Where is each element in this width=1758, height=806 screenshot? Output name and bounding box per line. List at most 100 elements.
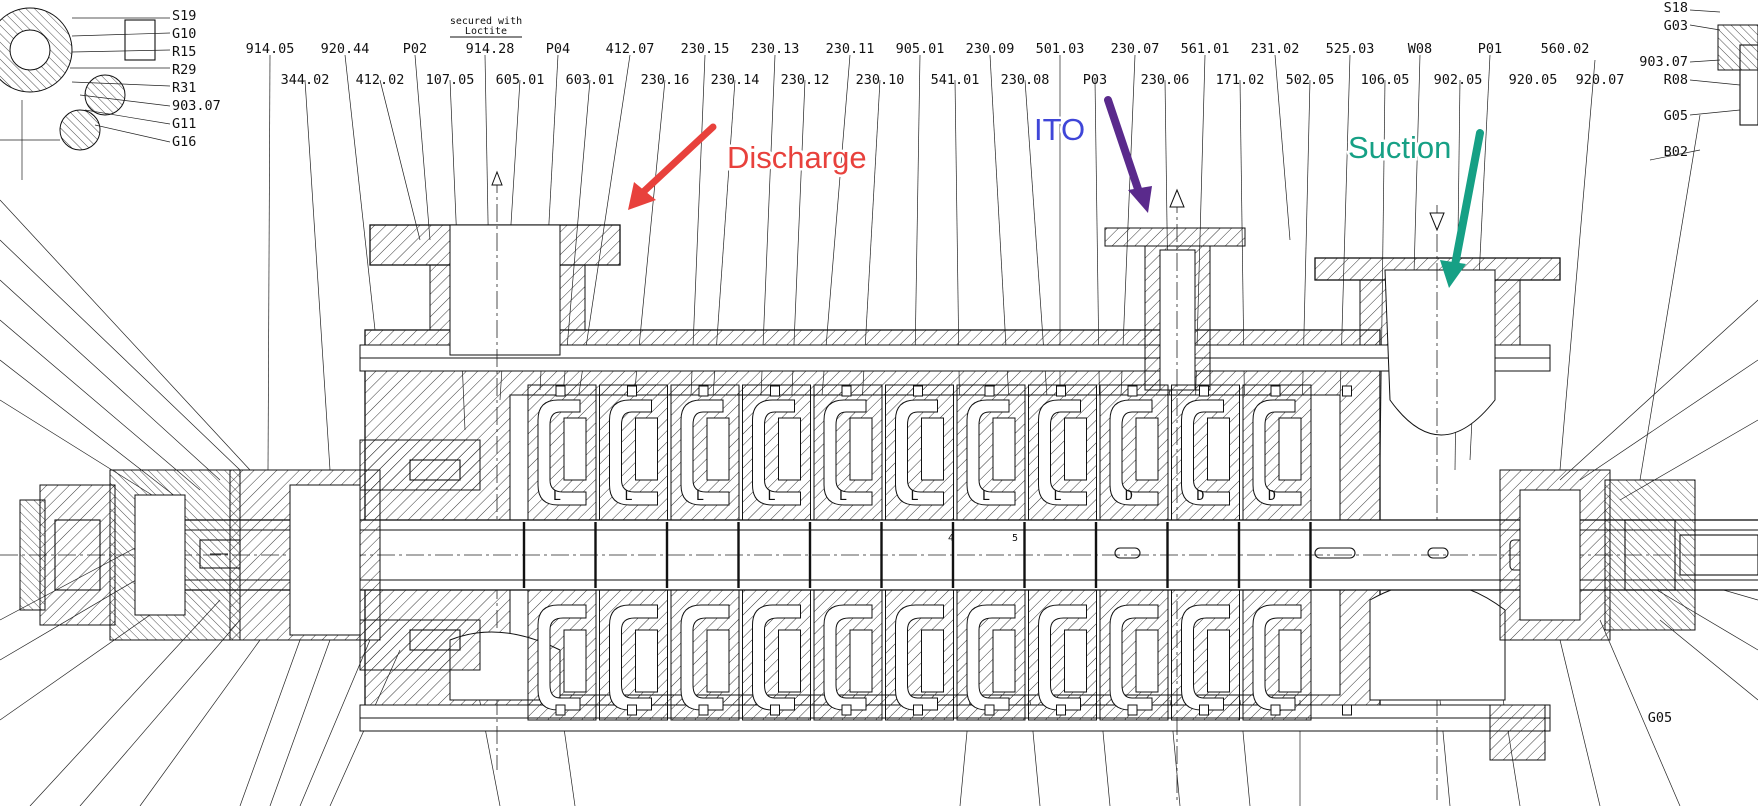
bolt-head: [1127, 704, 1138, 716]
stage-letter: L: [624, 488, 632, 504]
lower-label: 902.05: [1434, 72, 1483, 88]
pump-stage: D: [1171, 384, 1240, 721]
top-label: 561.01: [1181, 41, 1230, 57]
top-label: 230.07: [1111, 41, 1160, 57]
label-g05-bottom: G05: [1648, 710, 1672, 726]
pump-stage: L: [1028, 384, 1097, 721]
bolt-head: [770, 385, 780, 397]
left-label: G10: [172, 26, 196, 42]
pump-stage: D: [1242, 384, 1312, 721]
right-label: R08: [1664, 72, 1688, 88]
bolt-head: [984, 704, 995, 716]
bolt-head: [1270, 704, 1281, 716]
bolt-head: [1342, 704, 1352, 716]
stage-letter: D: [1268, 488, 1276, 504]
left-label: S19: [172, 8, 196, 24]
note-line-2: Loctite: [465, 26, 507, 37]
right-label: G03: [1664, 18, 1688, 34]
top-label: 230.13: [751, 41, 800, 57]
stage-letter: D: [1125, 488, 1133, 504]
lower-label: 230.06: [1141, 72, 1190, 88]
lower-label: 541.01: [931, 72, 980, 88]
bolt-head: [1199, 385, 1209, 397]
lower-label: 920.07: [1576, 72, 1625, 88]
pump-stage: L: [956, 384, 1026, 721]
stage-letter: L: [839, 488, 847, 504]
left-label: R15: [172, 44, 196, 60]
lower-label: 230.16: [641, 72, 690, 88]
bolt-head: [1056, 385, 1066, 397]
top-label: 560.02: [1541, 41, 1590, 57]
top-label: 230.09: [966, 41, 1015, 57]
stage-letter: D: [1196, 488, 1204, 504]
top-label: 231.02: [1251, 41, 1300, 57]
bolt-head: [627, 704, 637, 716]
top-label: W08: [1408, 41, 1432, 57]
pump-stage: L: [527, 384, 597, 721]
lower-label: 171.02: [1216, 72, 1265, 88]
ito-label: ITO: [1034, 112, 1085, 147]
lower-label: 230.08: [1001, 72, 1050, 88]
top-label: 920.44: [321, 41, 370, 57]
right-detail-view: [1689, 9, 1758, 126]
loctite-note: secured with Loctite: [450, 16, 522, 38]
left-label: 903.07: [172, 98, 221, 114]
stage-letter: L: [696, 488, 704, 504]
bolt-head: [555, 385, 566, 397]
bolt-head: [1270, 385, 1281, 397]
bolt-head: [1127, 385, 1138, 397]
left-label: G11: [172, 116, 196, 132]
lower-label: 502.05: [1286, 72, 1335, 88]
bolt-head: [1199, 704, 1209, 716]
right-label: G05: [1664, 108, 1688, 124]
pump-stage: L: [742, 384, 811, 721]
lower-label: P03: [1083, 72, 1107, 88]
lower-label: 920.05: [1509, 72, 1558, 88]
bolt-head: [1056, 704, 1066, 716]
pump-stage: L: [885, 384, 954, 721]
suction-label: Suction: [1348, 130, 1451, 165]
suction-callout: Suction: [1346, 128, 1484, 288]
lower-label: 107.05: [426, 72, 475, 88]
left-label: R31: [172, 80, 196, 96]
right-label: 903.07: [1639, 54, 1688, 70]
lower-label: 230.10: [856, 72, 905, 88]
bolt-head: [555, 704, 566, 716]
stage-letter: L: [767, 488, 775, 504]
bolt-head: [698, 704, 709, 716]
flange-detail-view: [0, 7, 171, 180]
note-line-1: secured with: [450, 16, 522, 27]
stage-letter: L: [910, 488, 918, 504]
discharge-label: Discharge: [727, 140, 867, 175]
bolt-head: [1342, 385, 1352, 397]
lower-label: 230.12: [781, 72, 830, 88]
bolt-head: [698, 385, 709, 397]
pump-stage: L: [813, 384, 883, 721]
shaft-mark-5: 5: [1012, 533, 1018, 544]
lower-label: 603.01: [566, 72, 615, 88]
left-label: R29: [172, 62, 196, 78]
shaft-mark-4: 4: [948, 533, 954, 544]
top-label: 914.28: [466, 41, 515, 57]
bolt-head: [841, 385, 852, 397]
bolt-head: [913, 385, 923, 397]
lower-label: 106.05: [1361, 72, 1410, 88]
top-label: P01: [1478, 41, 1502, 57]
top-label: 501.03: [1036, 41, 1085, 57]
top-label: 230.11: [826, 41, 875, 57]
left-label: G16: [172, 134, 196, 150]
pump-stage: D: [1099, 384, 1169, 721]
top-label: 914.05: [246, 41, 295, 57]
bolt-head: [984, 385, 995, 397]
top-label: 525.03: [1326, 41, 1375, 57]
pump-stage: L: [599, 384, 668, 721]
ito-callout: ITO: [1032, 96, 1152, 213]
top-label: P04: [546, 41, 570, 57]
left-bearing-assembly: [19, 439, 481, 671]
bolt-head: [841, 704, 852, 716]
bolt-head: [627, 385, 637, 397]
